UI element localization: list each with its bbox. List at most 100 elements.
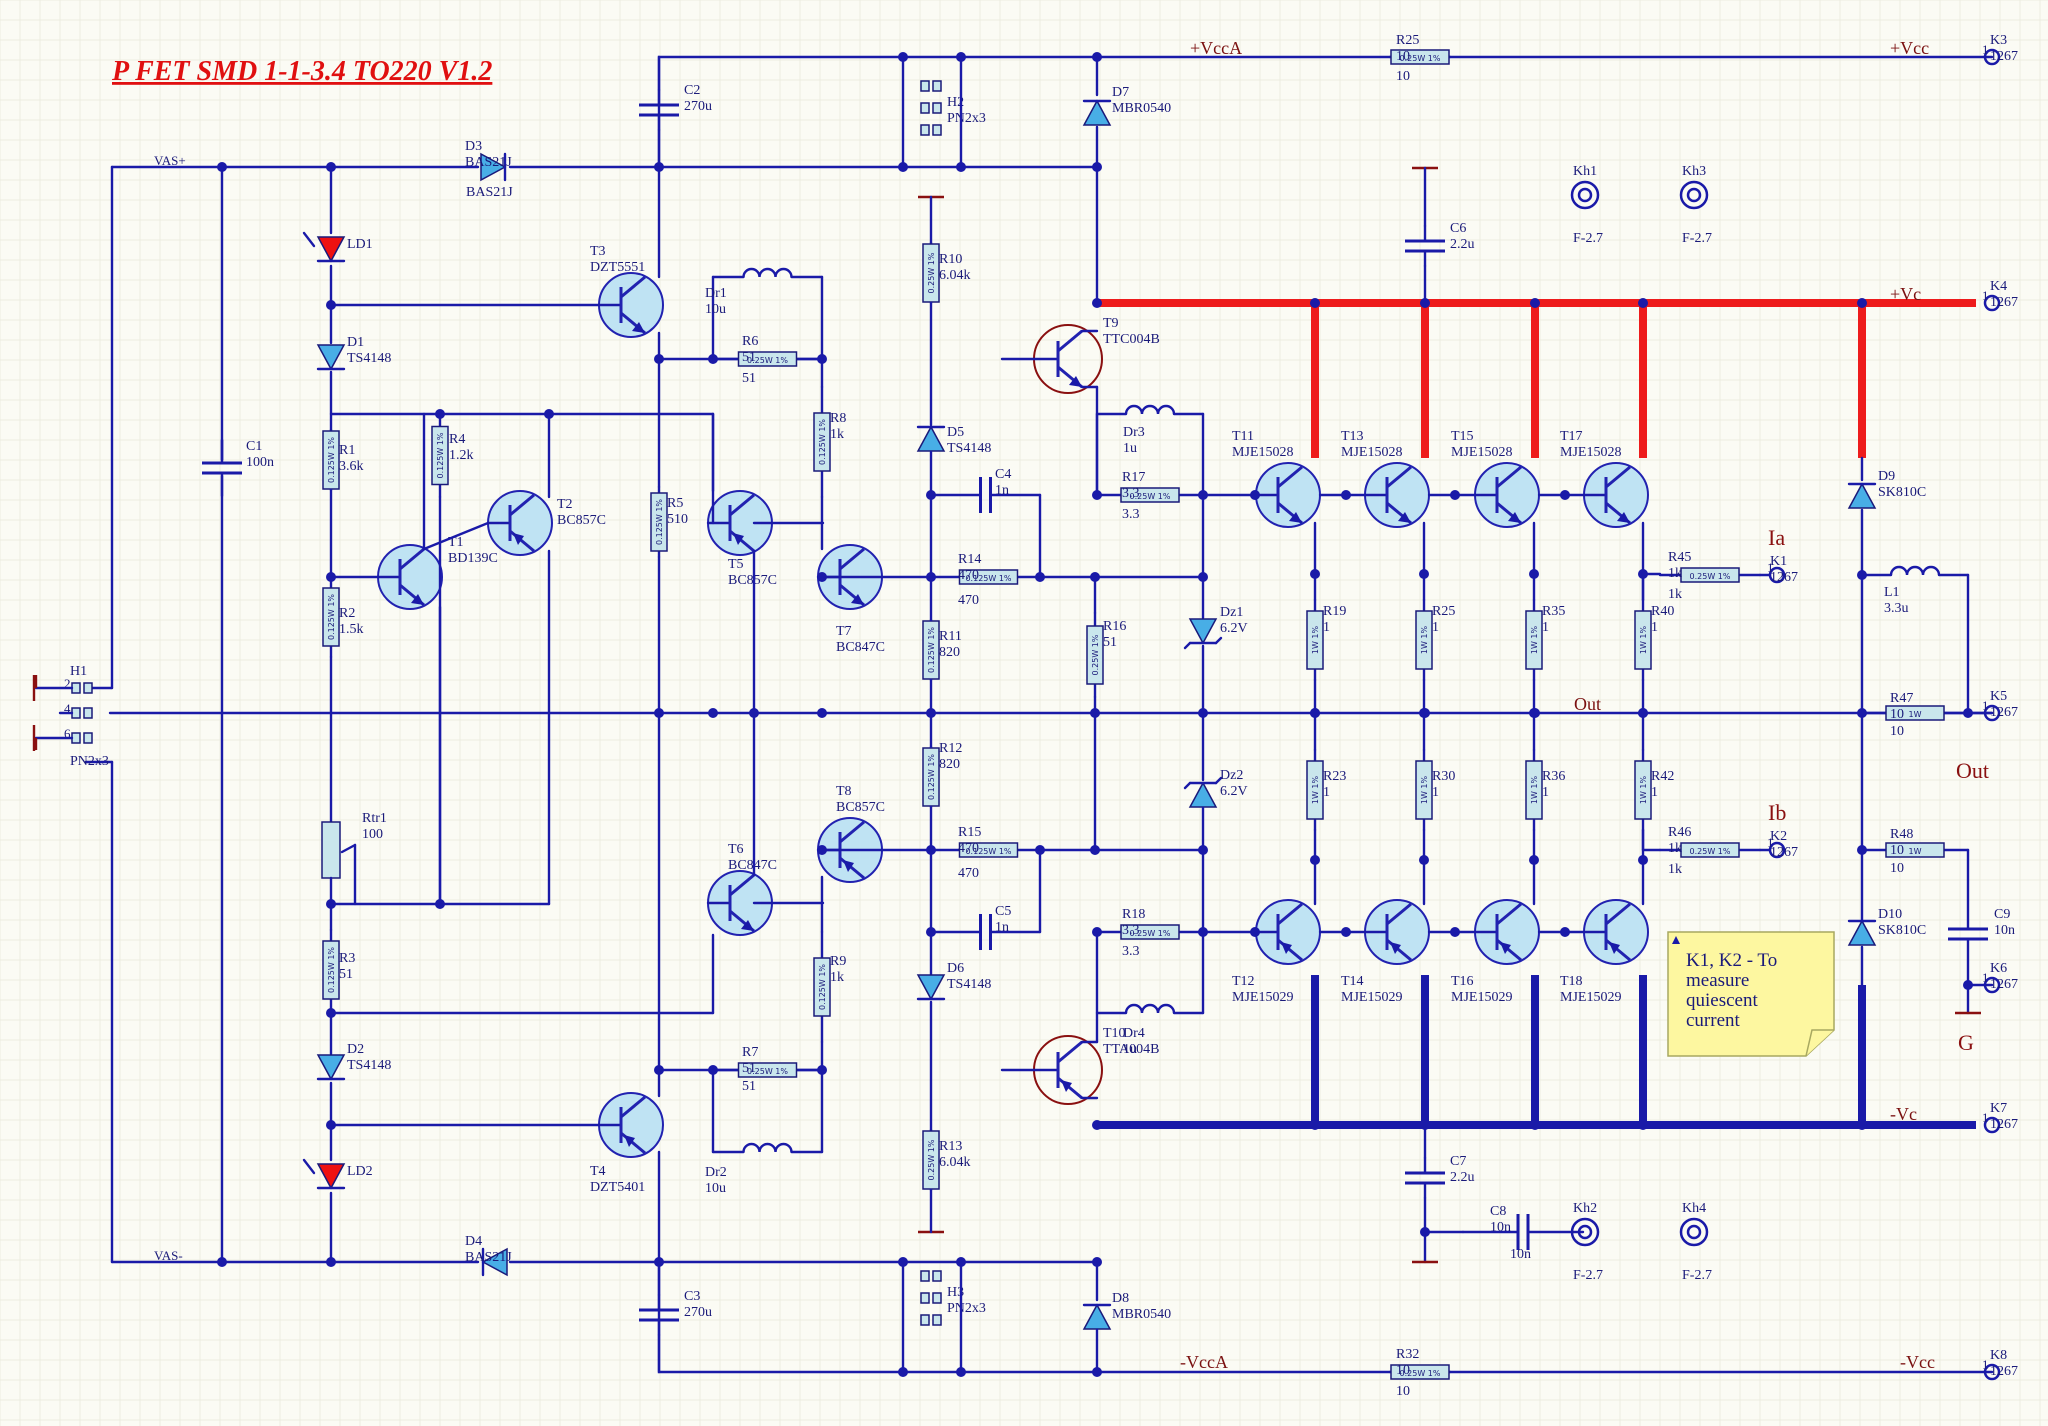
junction-dot: [217, 162, 227, 172]
capacitor-C7: C72.2u: [1405, 1154, 1475, 1200]
mount-hole-outer: [1570, 180, 1600, 210]
collector: [509, 493, 535, 517]
resistor-body: [1306, 610, 1324, 670]
ref-H1: H1: [70, 664, 87, 679]
pin-number: 1: [1982, 288, 1989, 303]
value-R7-below: 51: [742, 1079, 756, 1094]
junction-dot: [1310, 708, 1320, 718]
value-D3: BAS21J: [465, 155, 512, 170]
inductor-coil: [1889, 565, 1941, 576]
value-Kh1: F-2.7: [1573, 231, 1603, 246]
value-T17: MJE15028: [1560, 445, 1621, 460]
mount-hole-inner: [1686, 187, 1702, 203]
ref-R5: R5: [667, 496, 683, 511]
mount-hole-inner: [1686, 1224, 1702, 1240]
net-vc-plus: +Vc: [1890, 284, 1921, 304]
junction-dot: [956, 52, 966, 62]
junction-dot: [898, 1257, 908, 1267]
resistor-body: [1885, 705, 1945, 721]
junction-dot: [1310, 569, 1320, 579]
value-T10: TTA004B: [1103, 1042, 1159, 1057]
junction-dot: [1310, 855, 1320, 865]
ref-R8: R8: [830, 411, 846, 426]
terminal-ring: [1768, 841, 1786, 859]
junction-dot: [435, 409, 445, 419]
ref-R46: R46: [1668, 825, 1691, 840]
junction-dot: [1092, 490, 1102, 500]
resistor-rating: 1W 1%: [1420, 775, 1429, 804]
value-RE2: 1: [1432, 620, 1439, 635]
value-K5: 1267: [1990, 705, 2018, 720]
header-pin: [920, 102, 930, 114]
ref-Dz2: Dz2: [1220, 768, 1243, 783]
value-R18-below: 3.3: [1122, 944, 1140, 959]
value-R25-below: 10: [1396, 69, 1410, 84]
ref-T14: T14: [1341, 974, 1364, 989]
value-T6: BC847C: [728, 858, 777, 873]
net-out: Out: [1574, 694, 1601, 714]
pin-number: 6: [64, 726, 71, 741]
emitter-arrow: [1289, 512, 1302, 523]
note-line: current: [1686, 1010, 1741, 1031]
emitter-arrow: [1617, 512, 1630, 523]
value-T8: BC857C: [836, 800, 885, 815]
ref-C9: C9: [1994, 907, 2010, 922]
value-D4: BAS21J: [465, 1250, 512, 1265]
ref-RE3: R35: [1542, 604, 1565, 619]
resistor-rating: 0.25W 1%: [1130, 492, 1171, 501]
ref-T12: T12: [1232, 974, 1255, 989]
resistor-rating: 1W 1%: [1639, 775, 1648, 804]
value-D6: TS4148: [947, 977, 991, 992]
value-R46-below: 1k: [1668, 862, 1682, 877]
junction-dot: [1092, 52, 1102, 62]
junction-dot: [1420, 1120, 1430, 1130]
diode-symbol: [1188, 618, 1218, 645]
value-R16: 51: [1103, 635, 1117, 650]
collector: [1496, 902, 1522, 926]
value-D10: SK810C: [1878, 923, 1926, 938]
value-R3: 51: [339, 967, 353, 982]
ref-R1: R1: [339, 443, 355, 458]
junction-dot: [898, 162, 908, 172]
emitter-arrow: [632, 322, 645, 333]
ref-LD1: LD1: [347, 237, 373, 252]
resistor-rating: 0.125W 1%: [818, 419, 827, 465]
junction-dot: [1310, 298, 1320, 308]
resistor-R4: 0.125W 1%R41.2k: [431, 412, 474, 499]
ref-R16: R16: [1103, 619, 1126, 634]
junction-dot: [654, 708, 664, 718]
value-R14: 470: [958, 568, 979, 583]
ref-T18: T18: [1560, 974, 1583, 989]
ref-K1: K1: [1770, 554, 1787, 569]
collector: [1057, 329, 1083, 353]
resistor-rating: 0.125W 1%: [818, 964, 827, 1010]
note-marker: [1672, 936, 1680, 944]
ref-R45: R45: [1668, 550, 1691, 565]
ref-R32: R32: [1396, 1347, 1419, 1362]
resistor-body: [1415, 760, 1433, 820]
value-K2: 1267: [1770, 845, 1798, 860]
value-C9: 10n: [1994, 923, 2015, 938]
ref-K5: K5: [1990, 689, 2007, 704]
value-RE7: 1: [1542, 785, 1549, 800]
junction-dot: [1090, 572, 1100, 582]
emitter-arrow: [1508, 512, 1521, 523]
value-Kh2: F-2.7: [1573, 1268, 1603, 1283]
